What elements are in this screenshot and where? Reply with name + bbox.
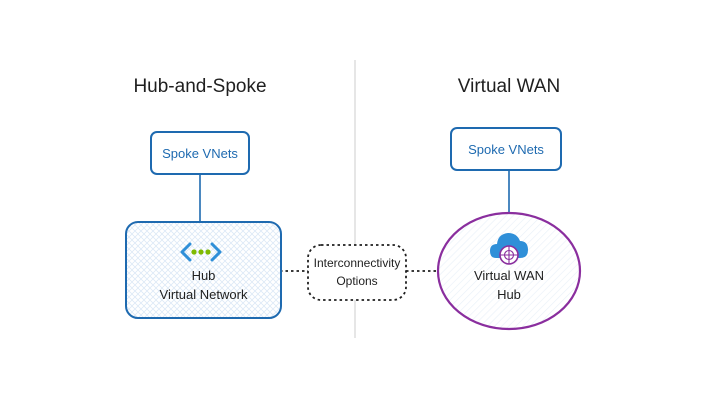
interconnectivity-label: Interconnectivity Options	[308, 254, 406, 290]
left-spoke-vnets-box: Spoke VNets	[150, 131, 250, 175]
vwan-hub-label-line2: Hub	[497, 287, 521, 302]
hub-vnet-label: Hub Virtual Network	[130, 266, 277, 304]
interconnectivity-label-line2: Options	[336, 274, 378, 288]
right-spoke-vnets-box: Spoke VNets	[450, 127, 562, 171]
interconnectivity-box	[307, 244, 407, 301]
vnet-icon	[180, 242, 222, 262]
vwan-hub-circle	[436, 211, 582, 331]
hub-vnet-label-line2: Virtual Network	[159, 287, 248, 302]
hub-vnet-box	[125, 221, 282, 319]
left-spoke-vnets-label: Spoke VNets	[162, 145, 238, 161]
vwan-hub-label-line1: Virtual WAN	[473, 268, 545, 283]
hub-and-spoke-title: Hub-and-Spoke	[133, 76, 267, 97]
virtual-wan-title: Virtual WAN	[457, 76, 561, 97]
interconnectivity-label-line1: Interconnectivity	[313, 256, 401, 270]
hub-vnet-label-line1: Hub	[191, 268, 216, 283]
right-spoke-vnets-label: Spoke VNets	[468, 141, 544, 157]
cloud-globe-icon	[490, 233, 528, 265]
vwan-hub-label: Virtual WAN Hub	[449, 266, 569, 304]
